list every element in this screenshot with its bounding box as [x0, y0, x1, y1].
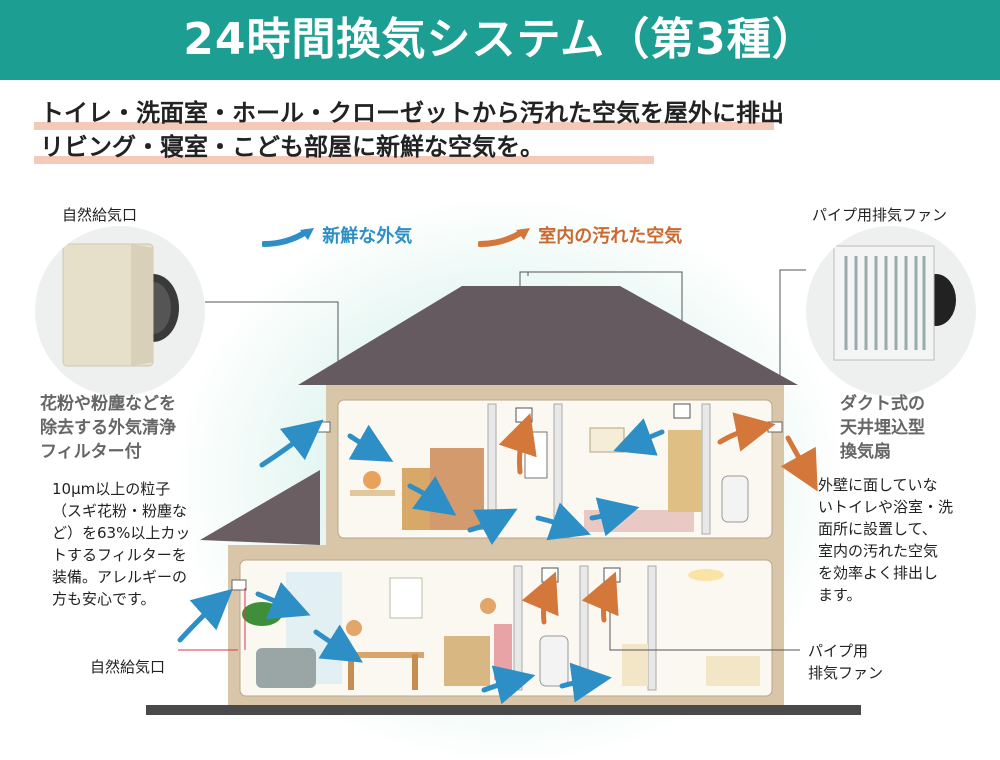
right-product-label: パイプ用排気ファン — [812, 206, 948, 224]
highlight-bar — [34, 122, 774, 130]
left-product-label: 自然給気口 — [62, 206, 138, 224]
highlight-bar — [34, 156, 654, 164]
fresh-air-arrow-icon — [261, 228, 314, 247]
main-roof — [298, 286, 798, 385]
air-inlet-photo — [35, 226, 205, 396]
left-feature: 花粉や粉塵などを 除去する外気清浄 フィルター付 — [40, 394, 176, 462]
intro-line-1: トイレ・洗面室・ホール・クローゼットから汚れた空気を屋外に排出 — [34, 98, 784, 132]
intro-text: トイレ・洗面室・ホール・クローゼットから汚れた空気を屋外に排出 リビング・寝室・… — [34, 98, 784, 166]
right-feature: ダクト式の 天井埋込型 換気扇 — [840, 394, 925, 462]
right-note: 外壁に面していな いトイレや浴室・洗 面所に設置して、 室内の汚れた空気 を効率… — [818, 476, 954, 604]
intro-line-2: リビング・寝室・こども部屋に新鮮な空気を。 — [34, 132, 784, 166]
ground — [146, 705, 861, 715]
legend-dirty: 室内の汚れた空気 — [477, 222, 682, 248]
legend-fresh: 新鮮な外気 — [261, 222, 412, 248]
exhaust-fan-icon — [833, 245, 956, 361]
exhaust-fan-photo — [806, 226, 976, 396]
air-inlet-icon — [62, 243, 179, 367]
bottom-fan-label: パイプ用 排気ファン — [808, 642, 884, 682]
bottom-inlet-label: 自然給気口 — [90, 658, 166, 676]
lower-roof — [200, 470, 320, 545]
header-banner: 24時間換気システム（第3種） — [0, 0, 1000, 80]
dirty-air-arrow-icon — [477, 228, 530, 247]
left-note: 10μm以上の粒子 （スギ花粉・粉塵な ど）を63%以上カッ トするフィルターを… — [52, 480, 191, 608]
page-title: 24時間換気システム（第3種） — [183, 14, 817, 65]
